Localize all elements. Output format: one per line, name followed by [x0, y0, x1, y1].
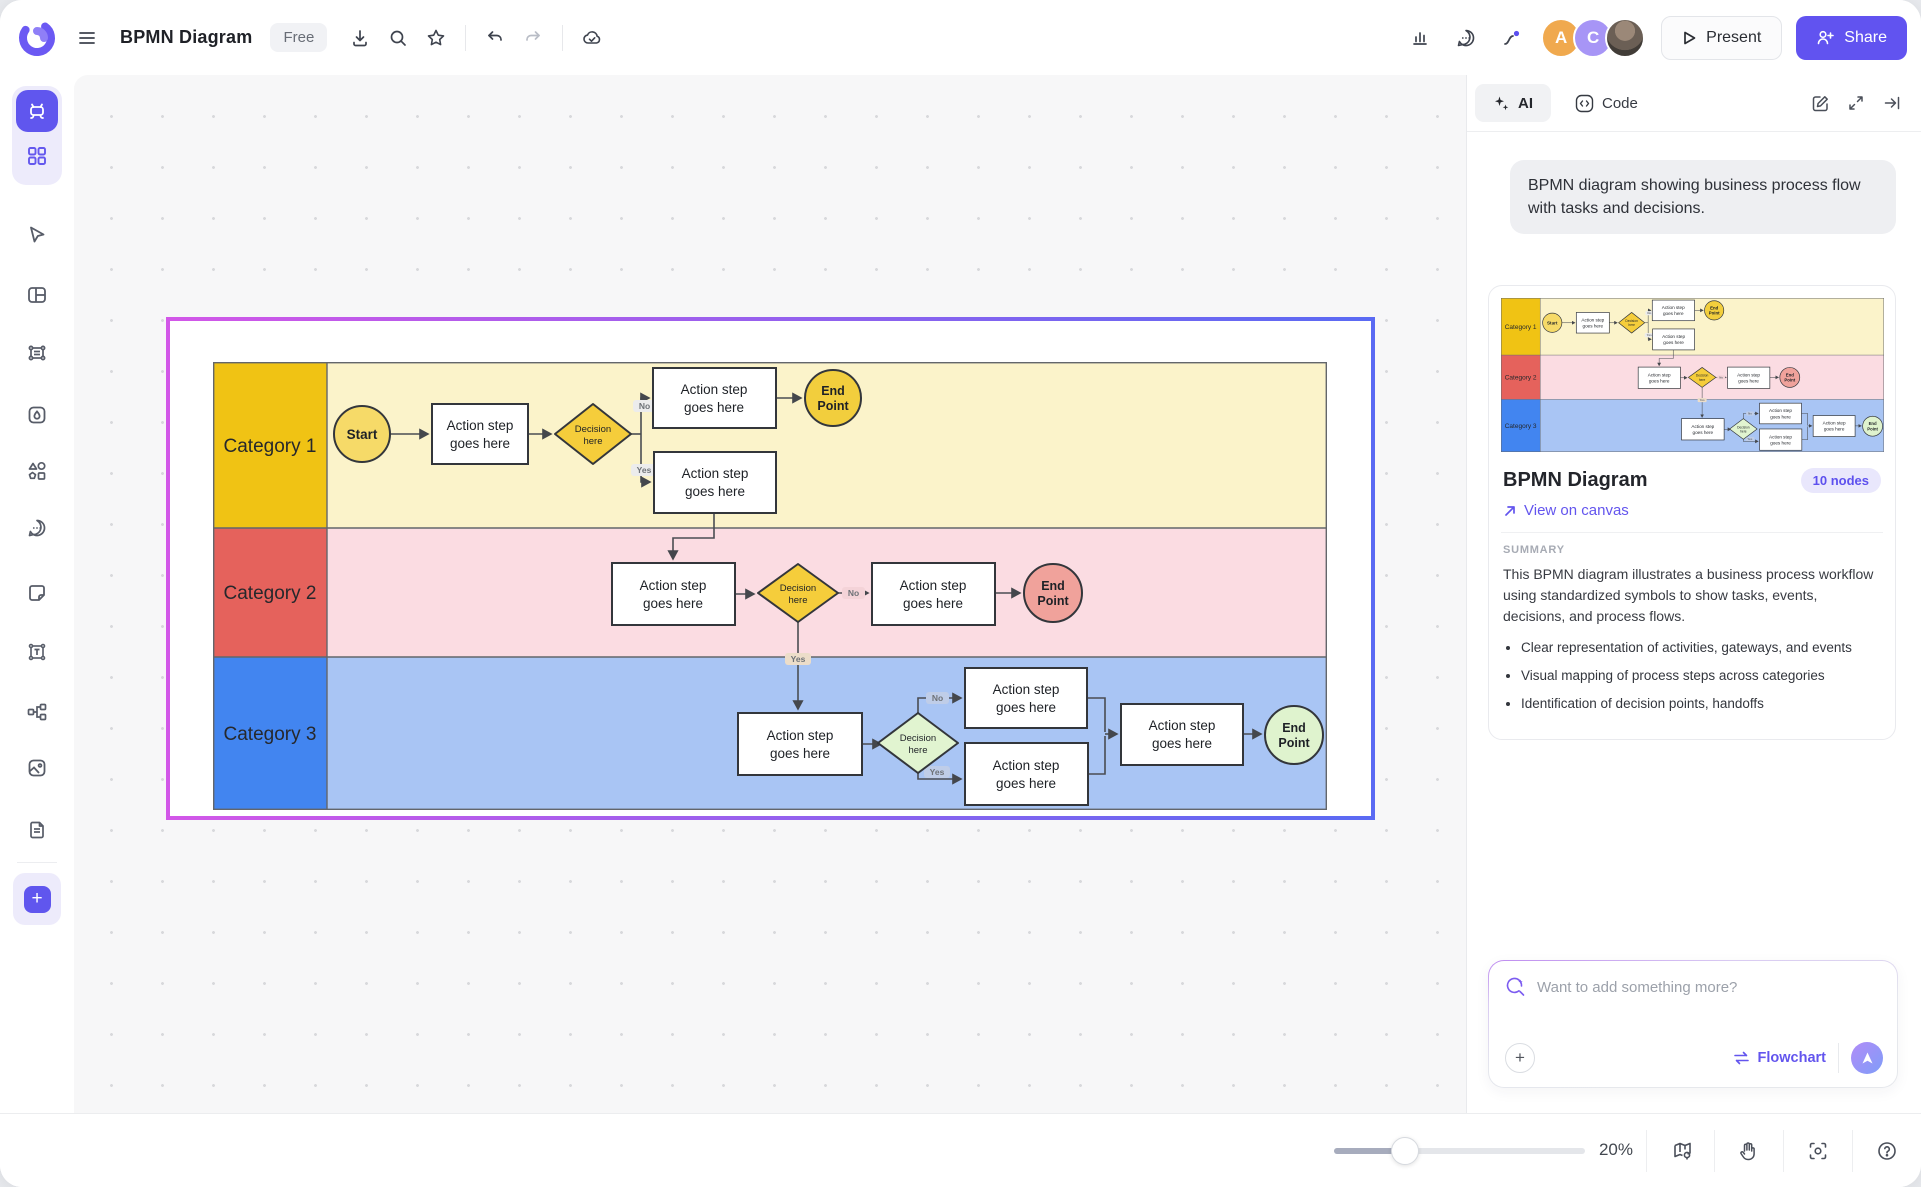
layout-panel-icon[interactable]: [25, 283, 49, 307]
attach-button[interactable]: +: [1505, 1043, 1535, 1073]
pan-hand-icon[interactable]: [1737, 1140, 1759, 1162]
expand-icon[interactable]: [1841, 88, 1871, 118]
magic-search-icon: [1506, 977, 1525, 996]
laser-pointer-icon[interactable]: [1493, 19, 1531, 57]
ai-prompt-card: + Flowchart: [1488, 960, 1898, 1088]
select-cursor-icon[interactable]: [25, 223, 49, 247]
image-tool-icon[interactable]: [25, 756, 49, 780]
zoom-slider-fill: [1334, 1148, 1405, 1154]
send-arrow-icon: [1862, 1052, 1872, 1063]
present-button[interactable]: Present: [1661, 15, 1783, 60]
user-message: BPMN diagram showing business process fl…: [1510, 160, 1896, 235]
bottom-divider: [1783, 1130, 1784, 1172]
present-label: Present: [1706, 28, 1762, 46]
person-plus-icon: [1817, 30, 1835, 45]
ai-panel-header: AI Code: [1467, 75, 1921, 132]
summary-bullet: Clear representation of activities, gate…: [1521, 639, 1881, 658]
bottom-divider: [1852, 1130, 1853, 1172]
help-icon[interactable]: [1876, 1140, 1898, 1162]
ai-tool-group: [12, 86, 62, 185]
summary-bullet: Visual mapping of process steps across c…: [1521, 667, 1881, 686]
toolbar-divider: [562, 24, 564, 51]
shape-tool-icon[interactable]: [25, 403, 49, 427]
document-tool-icon[interactable]: [25, 818, 49, 842]
view-on-canvas-label: View on canvas: [1524, 502, 1629, 519]
favorite-star-icon[interactable]: [417, 19, 455, 57]
ai-assistant-tool-icon[interactable]: [16, 90, 58, 132]
sidebar-divider: [17, 862, 57, 863]
templates-grid-icon[interactable]: [25, 144, 49, 168]
edit-icon[interactable]: [1805, 88, 1835, 118]
ai-prompt-input[interactable]: [1537, 979, 1881, 996]
minimap-icon[interactable]: [1672, 1140, 1694, 1162]
diagram-thumbnail[interactable]: [1501, 298, 1884, 452]
main-menu-icon[interactable]: [68, 19, 106, 57]
card-title: BPMN Diagram: [1503, 469, 1648, 491]
zoom-slider-handle[interactable]: [1391, 1137, 1419, 1165]
code-icon: [1575, 94, 1594, 112]
add-tool-group: +: [13, 873, 61, 925]
summary-text: This BPMN diagram illustrates a business…: [1503, 566, 1874, 624]
toolbar-divider: [465, 24, 467, 51]
nodes-count-badge: 10 nodes: [1800, 468, 1881, 493]
app-logo-icon[interactable]: [16, 17, 58, 59]
sparkle-icon: [1495, 96, 1509, 110]
search-icon[interactable]: [379, 19, 417, 57]
shapes-library-icon[interactable]: [25, 459, 49, 483]
tab-ai-label: AI: [1518, 94, 1533, 112]
avatar[interactable]: [1605, 17, 1646, 58]
swap-icon: [1733, 1051, 1749, 1065]
sticky-note-icon[interactable]: [25, 581, 49, 605]
avatar[interactable]: A: [1541, 17, 1582, 58]
bottom-divider: [1714, 1130, 1715, 1172]
comments-icon[interactable]: [1447, 19, 1485, 57]
comment-bubble-icon[interactable]: [25, 516, 49, 540]
collaborator-avatars: A C: [1541, 17, 1646, 58]
redo-icon[interactable]: [514, 19, 552, 57]
tab-code-label: Code: [1602, 94, 1638, 112]
top-toolbar: BPMN Diagram Free: [0, 0, 1921, 75]
plan-badge: Free: [270, 23, 328, 52]
undo-icon[interactable]: [476, 19, 514, 57]
tab-ai[interactable]: AI: [1475, 84, 1551, 122]
fit-view-icon[interactable]: [1807, 1140, 1829, 1162]
prompt-divider: [1838, 1043, 1839, 1073]
analytics-icon[interactable]: [1401, 19, 1439, 57]
arrow-up-right-icon: [1505, 505, 1515, 516]
share-label: Share: [1844, 28, 1887, 46]
collapse-panel-icon[interactable]: [1877, 88, 1907, 118]
send-button[interactable]: [1851, 1042, 1883, 1074]
tab-code[interactable]: Code: [1561, 84, 1652, 122]
bottom-divider: [1646, 1130, 1647, 1172]
summary-bullet: Identification of decision points, hando…: [1521, 695, 1881, 714]
document-title[interactable]: BPMN Diagram: [120, 27, 253, 47]
share-button[interactable]: Share: [1796, 15, 1907, 60]
connector-icon[interactable]: [25, 700, 49, 724]
add-tool-button[interactable]: +: [23, 885, 51, 913]
bottom-toolbar: 20%: [0, 1113, 1921, 1187]
flowchart-label: Flowchart: [1757, 1050, 1826, 1066]
download-icon[interactable]: [341, 19, 379, 57]
view-on-canvas-link[interactable]: View on canvas: [1503, 502, 1881, 519]
diagram-summary-card: BPMN Diagram 10 nodes View on canvas SUM…: [1488, 285, 1896, 740]
text-tool-icon[interactable]: [25, 640, 49, 664]
play-icon: [1684, 31, 1696, 44]
zoom-level: 20%: [1598, 1140, 1633, 1159]
zoom-slider[interactable]: [1334, 1148, 1585, 1154]
summary-heading: SUMMARY: [1503, 544, 1565, 556]
flowchart-type-button[interactable]: Flowchart: [1733, 1050, 1826, 1066]
summary-bullets: Clear representation of activities, gate…: [1521, 639, 1881, 714]
canvas[interactable]: [74, 75, 1466, 1113]
ai-panel: AI Code BPMN diagram showing business pr…: [1466, 75, 1921, 1113]
diagram-selection-frame[interactable]: [166, 317, 1375, 820]
frame-icon[interactable]: [25, 341, 49, 365]
cloud-sync-icon[interactable]: [573, 19, 611, 57]
tool-sidebar: +: [0, 75, 74, 1187]
card-divider: [1501, 532, 1883, 533]
bpmn-diagram[interactable]: [213, 362, 1327, 815]
